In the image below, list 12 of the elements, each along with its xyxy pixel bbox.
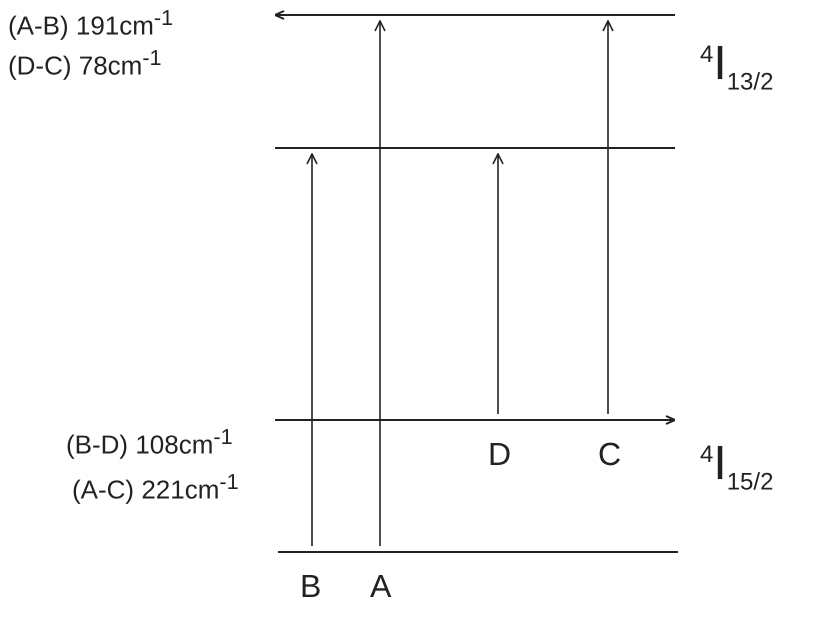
energy-level-line (275, 414, 675, 426)
energy-gap-label: (B-D) 108cm$^{-1}$ (66, 425, 233, 460)
arrow (306, 153, 318, 546)
arrow (492, 153, 504, 414)
term-symbol: $^{4}$I$_{15/2}$ (700, 440, 774, 495)
arrow (602, 20, 614, 414)
term-symbol: $^{4}$I$_{13/2}$ (700, 40, 774, 95)
arrow (374, 20, 386, 546)
energy-gap-label: (A-C) 221cm$^{-1}$ (72, 470, 239, 504)
energy-level-line (275, 9, 675, 21)
energy-gap-label: (D-C) 78cm$^{-1}$ (8, 46, 162, 80)
energy-gap-label: (A-B) 191cm$^{-1}$ (8, 6, 174, 40)
